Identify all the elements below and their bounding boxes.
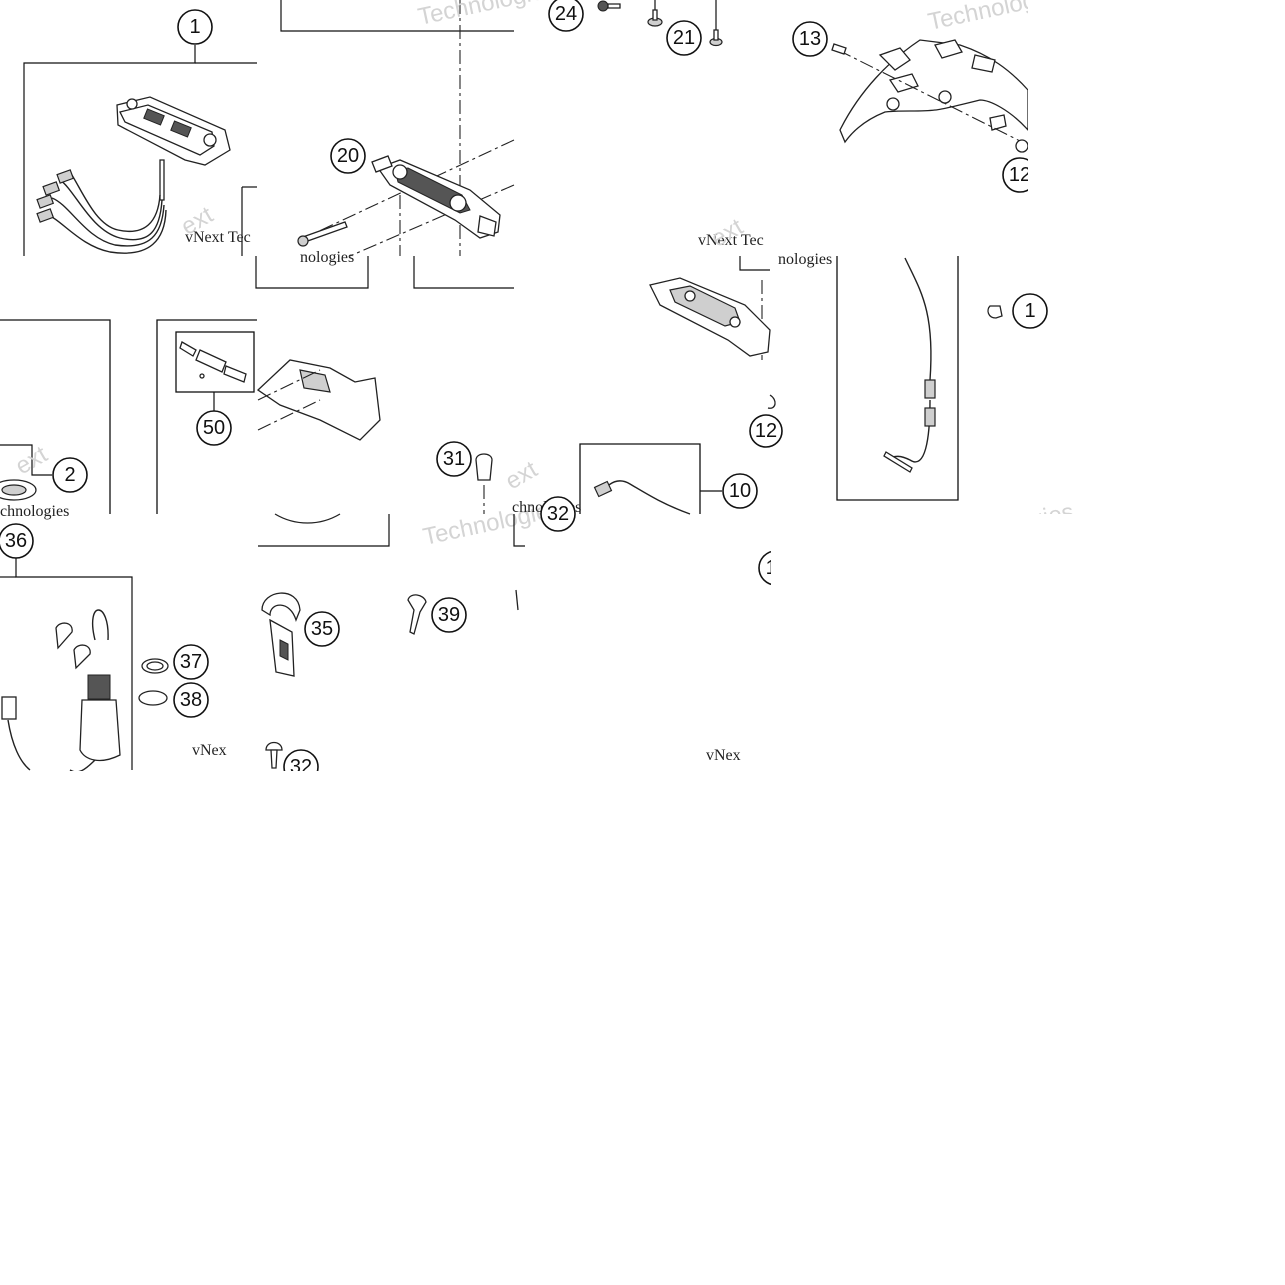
screw-21a-part bbox=[647, 9, 663, 27]
callout-1-right: 1 bbox=[1012, 293, 1048, 329]
svg-text:1: 1 bbox=[1024, 300, 1035, 322]
callout-21: 21 bbox=[666, 20, 702, 56]
svg-text:vNext Tec: vNext Tec bbox=[185, 229, 251, 246]
ignition-lock-group bbox=[156, 319, 390, 547]
svg-text:21: 21 bbox=[673, 27, 695, 49]
svg-text:1: 1 bbox=[189, 16, 200, 38]
screw-13-part bbox=[831, 43, 847, 55]
switch-housing-part bbox=[256, 359, 381, 441]
svg-text:37: 37 bbox=[180, 651, 202, 673]
ring-37-part bbox=[141, 658, 169, 674]
watermark-vnex-1: vNex bbox=[192, 742, 227, 759]
instrument-cluster-group: vNext Tec ext bbox=[23, 45, 257, 256]
switch-body-part bbox=[1, 674, 121, 773]
callout-12-middle: 12 bbox=[749, 414, 783, 448]
callout-39: 39 bbox=[431, 597, 467, 633]
screw-24-part bbox=[597, 0, 621, 12]
svg-text:12: 12 bbox=[755, 420, 777, 442]
blank-region bbox=[0, 771, 1285, 1285]
callout-37: 37 bbox=[173, 644, 209, 680]
sensor-cable-part bbox=[883, 257, 936, 473]
blank-tile-right bbox=[771, 514, 1285, 771]
screw-21b-part bbox=[709, 29, 723, 47]
ignition-switch-group: vNex bbox=[0, 558, 227, 773]
callout-24: 24 bbox=[548, 0, 584, 32]
svg-text:13: 13 bbox=[799, 28, 821, 50]
callout-10: 10 bbox=[722, 473, 758, 509]
nut-12-part bbox=[1015, 139, 1029, 153]
svg-text:35: 35 bbox=[311, 618, 333, 640]
svg-text:31: 31 bbox=[443, 448, 465, 470]
svg-text:2: 2 bbox=[64, 464, 75, 486]
svg-text:24: 24 bbox=[555, 3, 577, 25]
blank-tile bbox=[1028, 0, 1285, 256]
clip-part bbox=[987, 305, 1003, 319]
plug-32-part bbox=[265, 741, 283, 769]
watermark-ext-3: ext bbox=[501, 456, 543, 496]
callout-36: 36 bbox=[0, 523, 34, 559]
callout-2: 2 bbox=[52, 457, 88, 493]
watermark-techno-1: Technologies bbox=[416, 0, 559, 31]
triple-clamp-part bbox=[371, 155, 501, 239]
svg-text:32: 32 bbox=[547, 503, 569, 525]
watermark-vnext-2: vNext Tec bbox=[698, 232, 764, 249]
switch-2-group: chnologies ext bbox=[0, 319, 111, 520]
svg-text:36: 36 bbox=[5, 530, 27, 552]
svg-text:39: 39 bbox=[438, 604, 460, 626]
callout-1: 1 bbox=[177, 9, 213, 45]
triple-clamp-view2-group: vNext Tec ext bbox=[649, 213, 776, 409]
watermark-chnologies-1: chnologies bbox=[0, 503, 69, 520]
screws-group bbox=[597, 0, 723, 47]
callout-35: 35 bbox=[304, 611, 340, 647]
triple-clamp-group: Technologies nologies bbox=[255, 0, 559, 289]
throttle-cover-group bbox=[261, 592, 301, 677]
watermark-ext-1: ext bbox=[11, 441, 53, 481]
svg-text:10: 10 bbox=[729, 480, 751, 502]
callout-50: 50 bbox=[196, 410, 232, 446]
svg-text:38: 38 bbox=[180, 689, 202, 711]
callout-31: 31 bbox=[436, 441, 472, 477]
watermark-vnext-1: vNext Tec ext bbox=[177, 201, 251, 246]
callout-38: 38 bbox=[173, 682, 209, 718]
cluster-wiring-harness bbox=[36, 169, 167, 254]
key-39-part bbox=[407, 594, 427, 635]
svg-text:12: 12 bbox=[1009, 164, 1031, 186]
watermark-nologies-1: nologies bbox=[300, 249, 354, 266]
lock-kit-part bbox=[179, 341, 247, 383]
key-set-part bbox=[55, 609, 109, 670]
callout-20: 20 bbox=[330, 138, 366, 174]
instrument-cluster-part bbox=[116, 96, 231, 201]
callout-13: 13 bbox=[792, 21, 828, 57]
ring-38-part bbox=[138, 690, 168, 706]
svg-text:50: 50 bbox=[203, 417, 225, 439]
svg-text:20: 20 bbox=[337, 145, 359, 167]
callout-32-middle: 32 bbox=[540, 496, 576, 532]
bolt-20-part bbox=[297, 221, 348, 247]
watermark-nologies-2: nologies bbox=[778, 251, 832, 268]
watermark-vnex-2: vNex bbox=[706, 747, 741, 764]
